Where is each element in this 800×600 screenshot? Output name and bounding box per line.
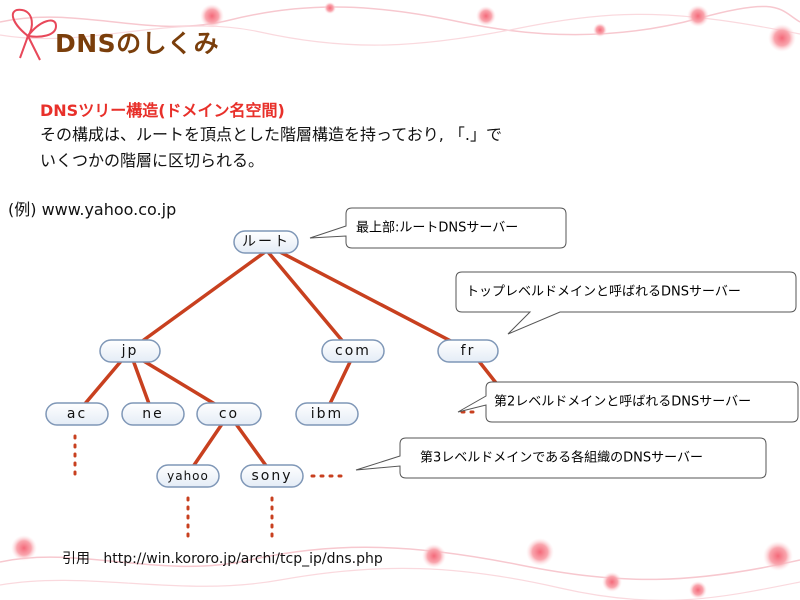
section-subtitle: DNSツリー構造(ドメイン名空間): [40, 101, 285, 120]
edge-root-com: [266, 250, 352, 352]
node-ac-label: ac: [67, 406, 87, 422]
edge-root-fr: [278, 250, 470, 352]
node-com: com: [321, 339, 385, 363]
callout-root-server-text: 最上部:ルートDNSサーバー: [356, 221, 518, 236]
node-ne: ne: [121, 402, 185, 426]
ribbon-bow-icon: [12, 8, 58, 61]
callout-sld-server: 第2レベルドメインと呼ばれるDNSサーバー: [457, 381, 799, 423]
node-ac: ac: [45, 402, 109, 426]
node-co-label: co: [219, 406, 239, 422]
page-title: DNSのしくみ: [55, 29, 220, 58]
callout-third-server: 第3レベルドメインである各組織のDNSサーバー: [355, 437, 767, 479]
node-fr-label: fr: [461, 343, 476, 359]
callout-root-server: 最上部:ルートDNSサーバー: [309, 207, 567, 249]
node-root: ルート: [233, 230, 299, 254]
description-text: その構成は、ルートを頂点とした階層構造を持っており, 「.」で いくつかの階層に…: [40, 125, 502, 170]
decorative-border-top: [0, 2, 800, 52]
callout-tld-server: トップレベルドメインと呼ばれるDNSサーバー: [455, 271, 797, 335]
edge-root-jp: [128, 250, 267, 352]
node-jp-label: jp: [121, 343, 139, 359]
node-ibm-label: ibm: [311, 406, 343, 422]
callout-sld-server-text: 第2レベルドメインと呼ばれるDNSサーバー: [494, 395, 751, 410]
example-domain: (例) www.yahoo.co.jp: [8, 200, 177, 219]
tree-continuations: [73, 410, 482, 540]
node-sony: sony: [240, 464, 304, 488]
node-root-label: ルート: [242, 234, 290, 250]
callout-third-server-text: 第3レベルドメインである各組織のDNSサーバー: [420, 450, 703, 466]
node-ibm: ibm: [295, 402, 359, 426]
node-yahoo: yahoo: [156, 464, 220, 488]
node-fr: fr: [437, 339, 499, 363]
node-jp: jp: [99, 339, 161, 363]
callout-tld-server-text: トップレベルドメインと呼ばれるDNSサーバー: [466, 285, 741, 300]
node-ne-label: ne: [142, 406, 164, 422]
node-com-label: com: [335, 343, 371, 359]
node-sony-label: sony: [251, 468, 292, 484]
citation-text: 引用 http://win.kororo.jp/archi/tcp_ip/dns…: [62, 551, 383, 567]
node-co: co: [196, 402, 262, 426]
node-yahoo-label: yahoo: [167, 469, 209, 483]
